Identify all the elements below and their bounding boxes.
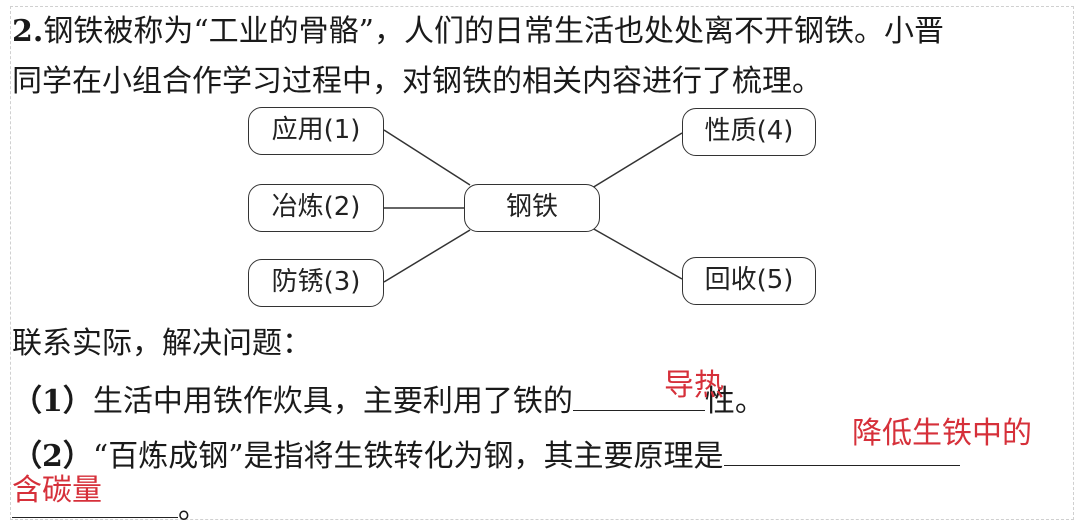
node-property: 性质(4) <box>682 108 816 156</box>
sub-question-2-text: “百炼成钢”是指将生铁转化为钢，其主要原理是 <box>92 439 724 474</box>
answer-2-line-1: 降低生铁中的 <box>852 416 1032 451</box>
sub-question-2: （2）“百炼成钢”是指将生铁转化为钢，其主要原理是 <box>12 431 960 475</box>
answer-blank-2a <box>723 431 960 466</box>
sub-question-1: （1）生活中用铁作炊具，主要利用了铁的 性。 <box>12 376 765 420</box>
sub-question-2-tail: 。 <box>178 491 208 526</box>
link-recycle <box>591 227 683 280</box>
node-steel-center: 钢铁 <box>464 184 600 232</box>
node-smelting: 冶炼(2) <box>248 184 384 232</box>
question-frame <box>10 6 1074 520</box>
link-application <box>383 129 471 186</box>
question-line-2: 同学在小组合作学习过程中，对钢铁的相关内容进行了梳理。 <box>12 64 822 99</box>
answer-blank-1 <box>572 376 705 411</box>
question-number: 2. <box>12 14 44 49</box>
sub-question-1-label: （1） <box>12 384 93 419</box>
link-property <box>591 132 683 189</box>
question-line-1: 2.钢铁被称为“工业的骨骼”，人们的日常生活也处处离不开钢铁。小晋 <box>12 14 944 50</box>
answer-1: 导热 <box>664 368 724 403</box>
node-rustproof: 防锈(3) <box>248 259 384 307</box>
sub-question-1-text: 生活中用铁作炊具，主要利用了铁的 <box>92 384 573 419</box>
node-application: 应用(1) <box>248 107 384 155</box>
question-text-1: 钢铁被称为“工业的骨骼”，人们的日常生活也处处离不开钢铁。小晋 <box>43 14 945 49</box>
node-recycle: 回收(5) <box>682 257 816 305</box>
sub-question-1-tail: 性。 <box>704 384 765 419</box>
answer-2-line-2: 含碳量 <box>12 473 102 508</box>
link-rustproof <box>383 229 471 283</box>
sub-question-2-continued: 。 <box>12 483 208 527</box>
answer-blank-2b <box>12 483 178 518</box>
sub-question-2-label: （2） <box>12 439 93 474</box>
prompt-line: 联系实际，解决问题： <box>12 326 312 361</box>
